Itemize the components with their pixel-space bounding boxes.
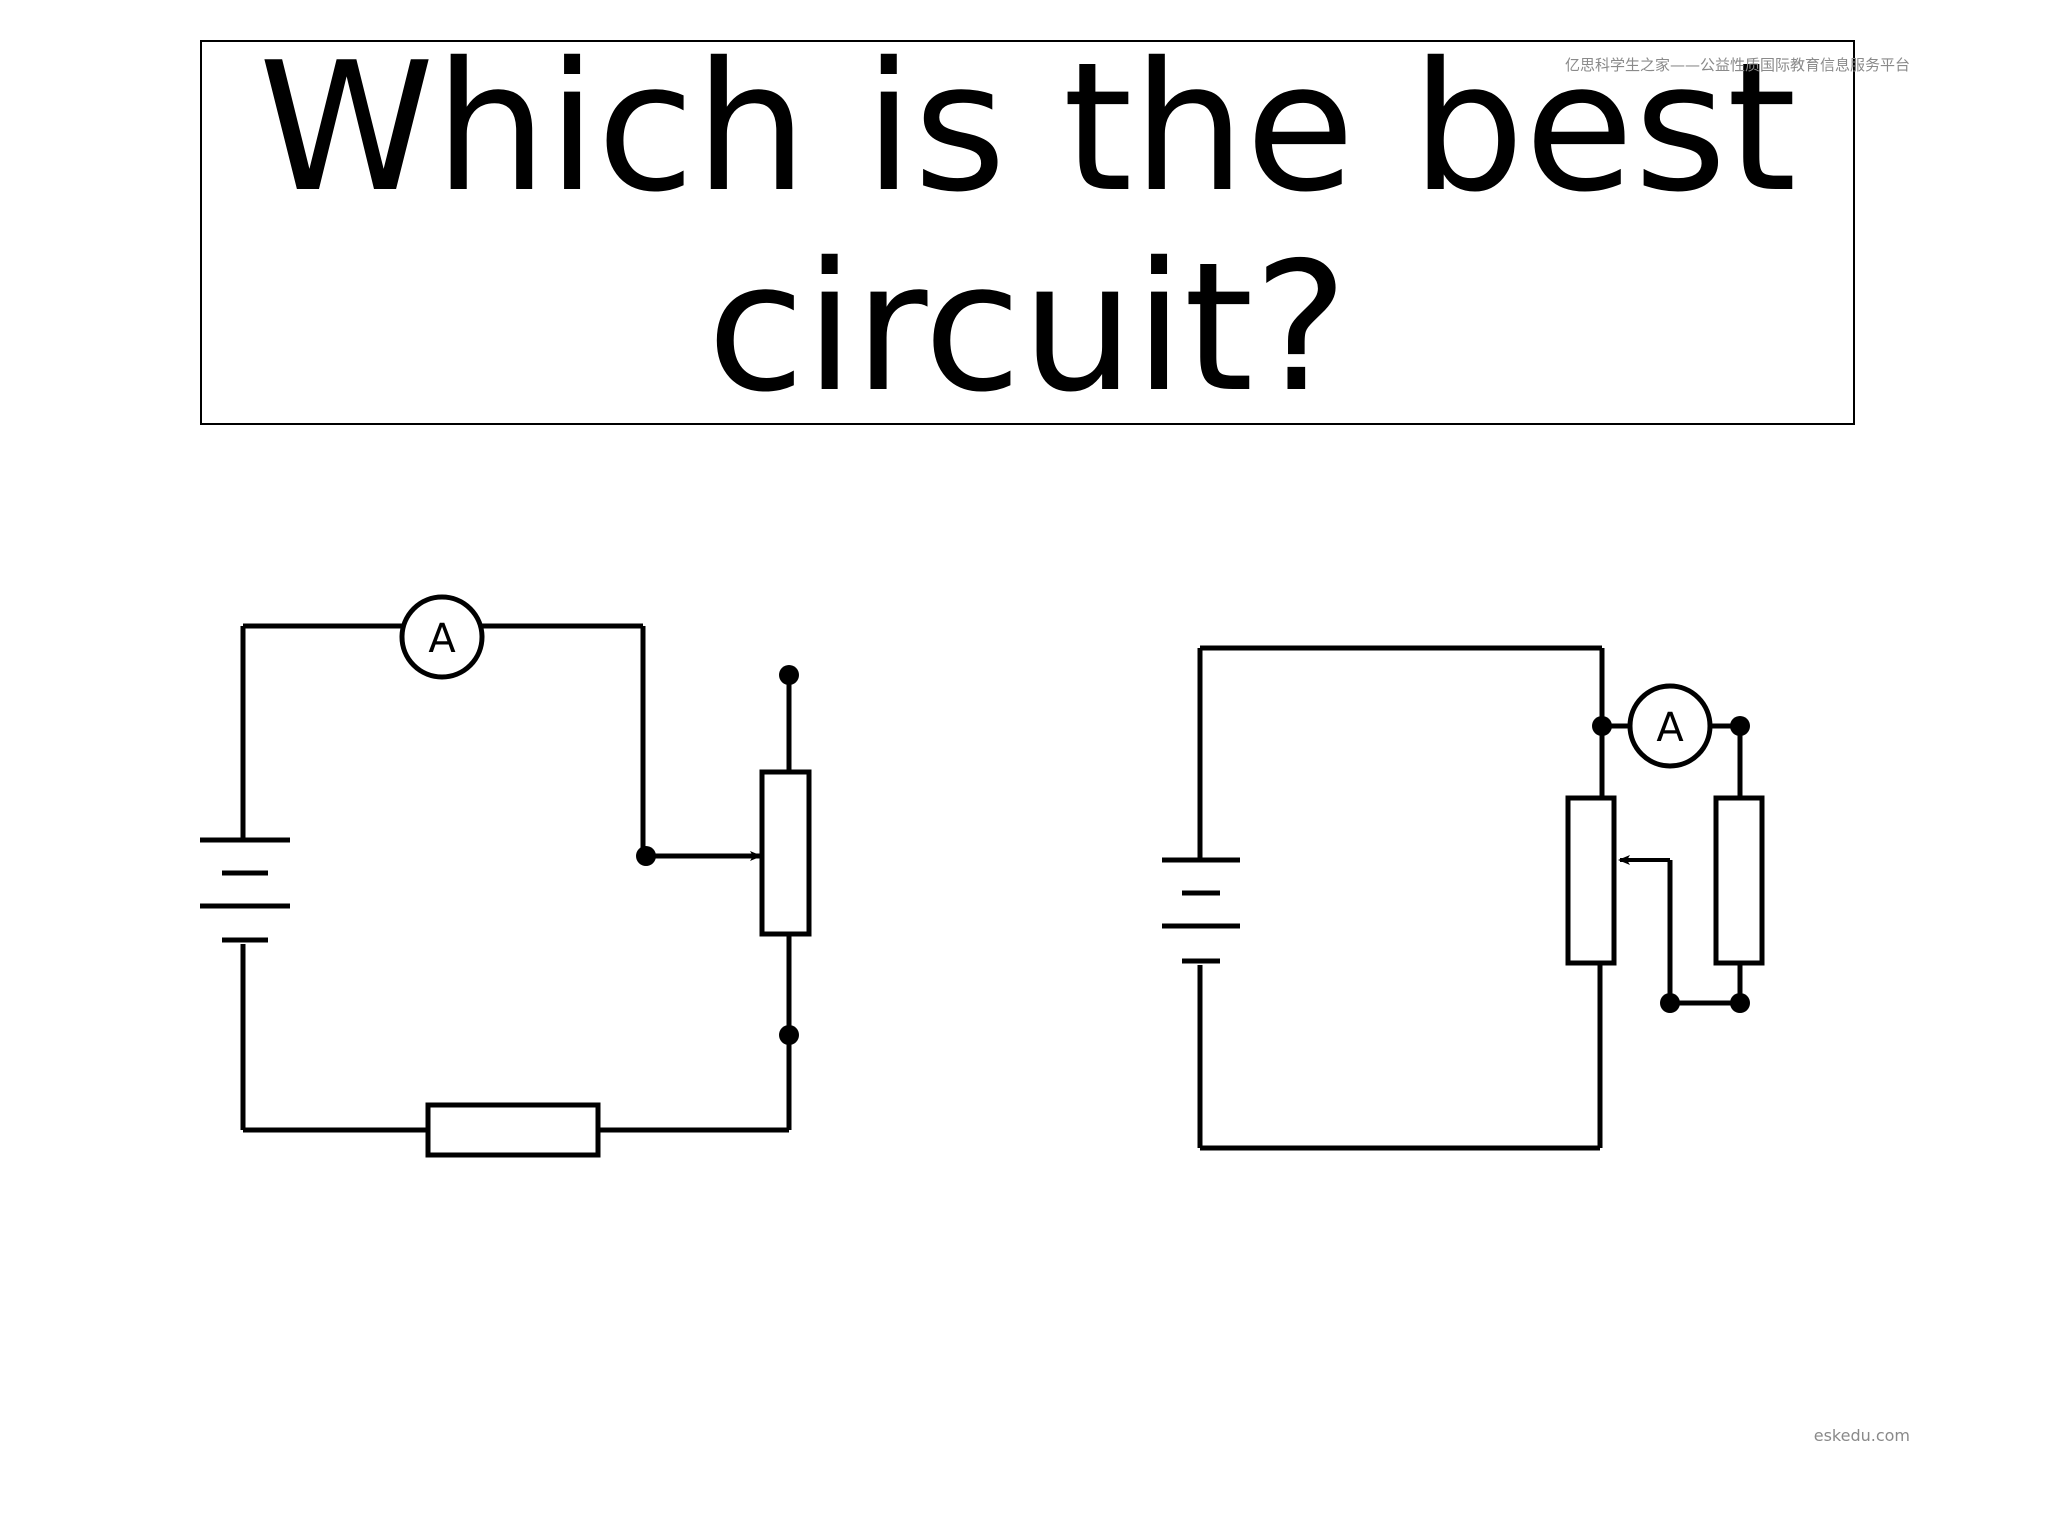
title-box: Which is the best circuit?	[200, 40, 1855, 425]
watermark-top: 亿思科学生之家——公益性质国际教育信息服务平台	[1564, 56, 1910, 74]
right-potentiometer	[1565, 795, 1617, 966]
left-circuit-wires	[240, 623, 792, 1133]
right-fixed-resistor	[1713, 795, 1765, 966]
left-battery	[200, 837, 290, 943]
right-battery	[1162, 857, 1240, 964]
left-ammeter	[399, 594, 485, 680]
slide-title: Which is the best circuit?	[258, 40, 1797, 425]
right-circuit	[1162, 645, 1765, 1151]
right-circuit-wires	[1197, 645, 1743, 1151]
left-circuit	[200, 594, 812, 1158]
left-junctions	[636, 665, 799, 1045]
left-ammeter-label: A	[428, 616, 456, 662]
left-fixed-resistor	[425, 1102, 601, 1158]
watermark-bottom: eskedu.com	[1813, 1426, 1910, 1445]
right-junctions	[1592, 716, 1750, 1013]
ammeter-icon	[1627, 683, 1713, 769]
right-ammeter	[1627, 683, 1713, 769]
ammeter-icon	[399, 594, 485, 680]
left-potentiometer	[759, 769, 812, 937]
right-ammeter-label: A	[1656, 705, 1684, 751]
